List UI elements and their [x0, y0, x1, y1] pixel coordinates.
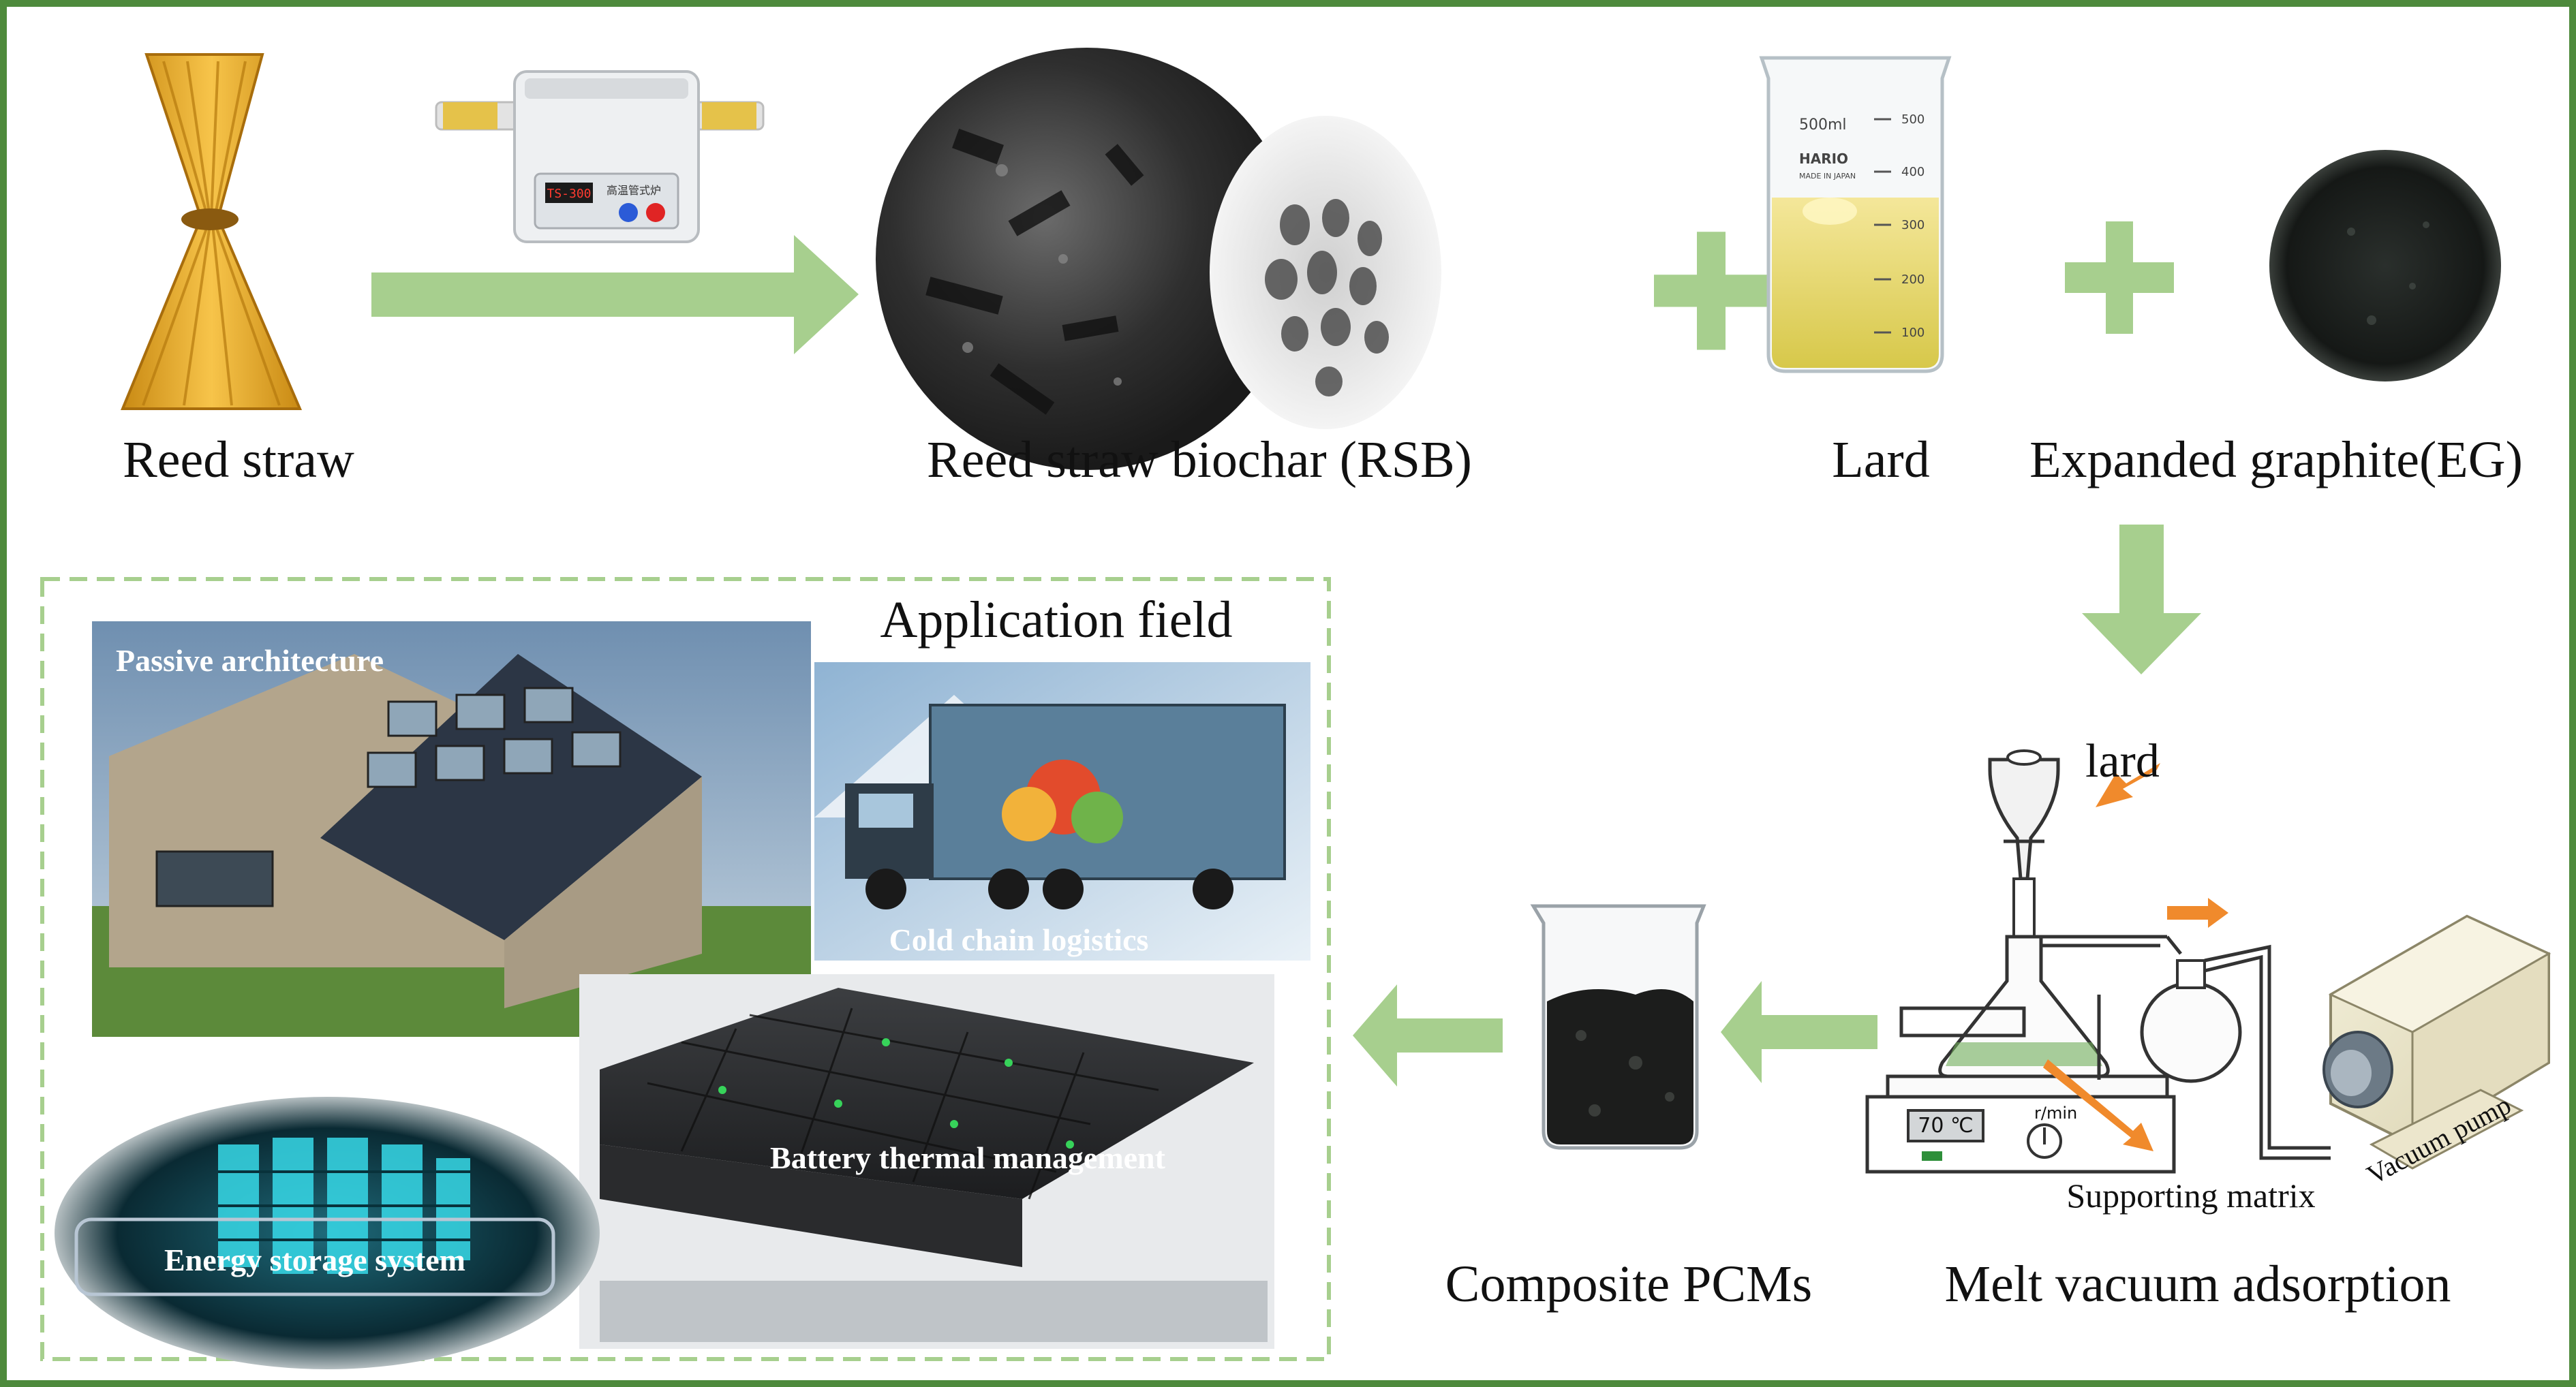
melt-vacuum-label: Melt vacuum adsorption [1945, 1256, 2451, 1313]
plus-icon [1654, 232, 1768, 350]
svg-text:500: 500 [1901, 112, 1925, 127]
arrow-left [1721, 981, 1877, 1083]
svg-text:高温管式炉: 高温管式炉 [607, 184, 661, 197]
svg-text:70 ℃: 70 ℃ [1918, 1114, 1973, 1138]
arrow-left [1353, 984, 1503, 1087]
plus-icon [2065, 221, 2174, 334]
svg-text:r/min: r/min [2034, 1104, 2077, 1123]
lard-beaker-illustration: 500 400 300 200 100 500ml HARIO MADE IN … [1759, 56, 1952, 373]
svg-text:400: 400 [1901, 165, 1925, 179]
energy-storage-label: Energy storage system [164, 1243, 465, 1277]
tube-furnace-illustration: TS-300 高温管式炉 [435, 70, 765, 243]
melt-vacuum-apparatus: 70 ℃ r/min Vacuum pump [1865, 749, 2551, 1190]
application-title: Application field [880, 591, 1232, 649]
reed-straw-label: Reed straw [123, 431, 354, 488]
battery-label: Battery thermal management [770, 1140, 1166, 1175]
svg-text:TS-300: TS-300 [547, 187, 591, 201]
passive-architecture-label: Passive architecture [116, 643, 384, 678]
application-box [40, 577, 1331, 1361]
supporting-matrix-label: Supporting matrix [2066, 1176, 2315, 1215]
svg-text:HARIO: HARIO [1799, 151, 1848, 167]
svg-text:MADE IN JAPAN: MADE IN JAPAN [1799, 172, 1856, 181]
vacuum-pump [2322, 914, 2551, 1170]
battery-image [579, 974, 1274, 1349]
composite-pcm-beaker [1530, 904, 1706, 1150]
svg-text:500ml: 500ml [1799, 116, 1847, 134]
rsb-image [876, 48, 1441, 470]
cold-chain-label: Cold chain logistics [889, 922, 1149, 957]
energy-storage-image [55, 1097, 600, 1369]
composite-label: Composite PCMs [1445, 1256, 1812, 1313]
reed-straw-illustration [121, 53, 303, 410]
arrow-down [2082, 525, 2201, 674]
passive-architecture-image [92, 621, 811, 1037]
rsb-label: Reed straw biochar (RSB) [927, 431, 1472, 488]
svg-text:100: 100 [1901, 326, 1925, 340]
svg-text:200: 200 [1901, 272, 1925, 287]
cold-chain-image [814, 662, 1310, 961]
svg-text:300: 300 [1901, 218, 1925, 232]
lard-label: Lard [1832, 431, 1929, 488]
arrow-straw-to-rsb [371, 235, 859, 354]
lard-callout-label: lard [2085, 735, 2160, 788]
eg-label: Expanded graphite(EG) [2029, 431, 2523, 488]
eg-powder-image [2269, 150, 2501, 381]
